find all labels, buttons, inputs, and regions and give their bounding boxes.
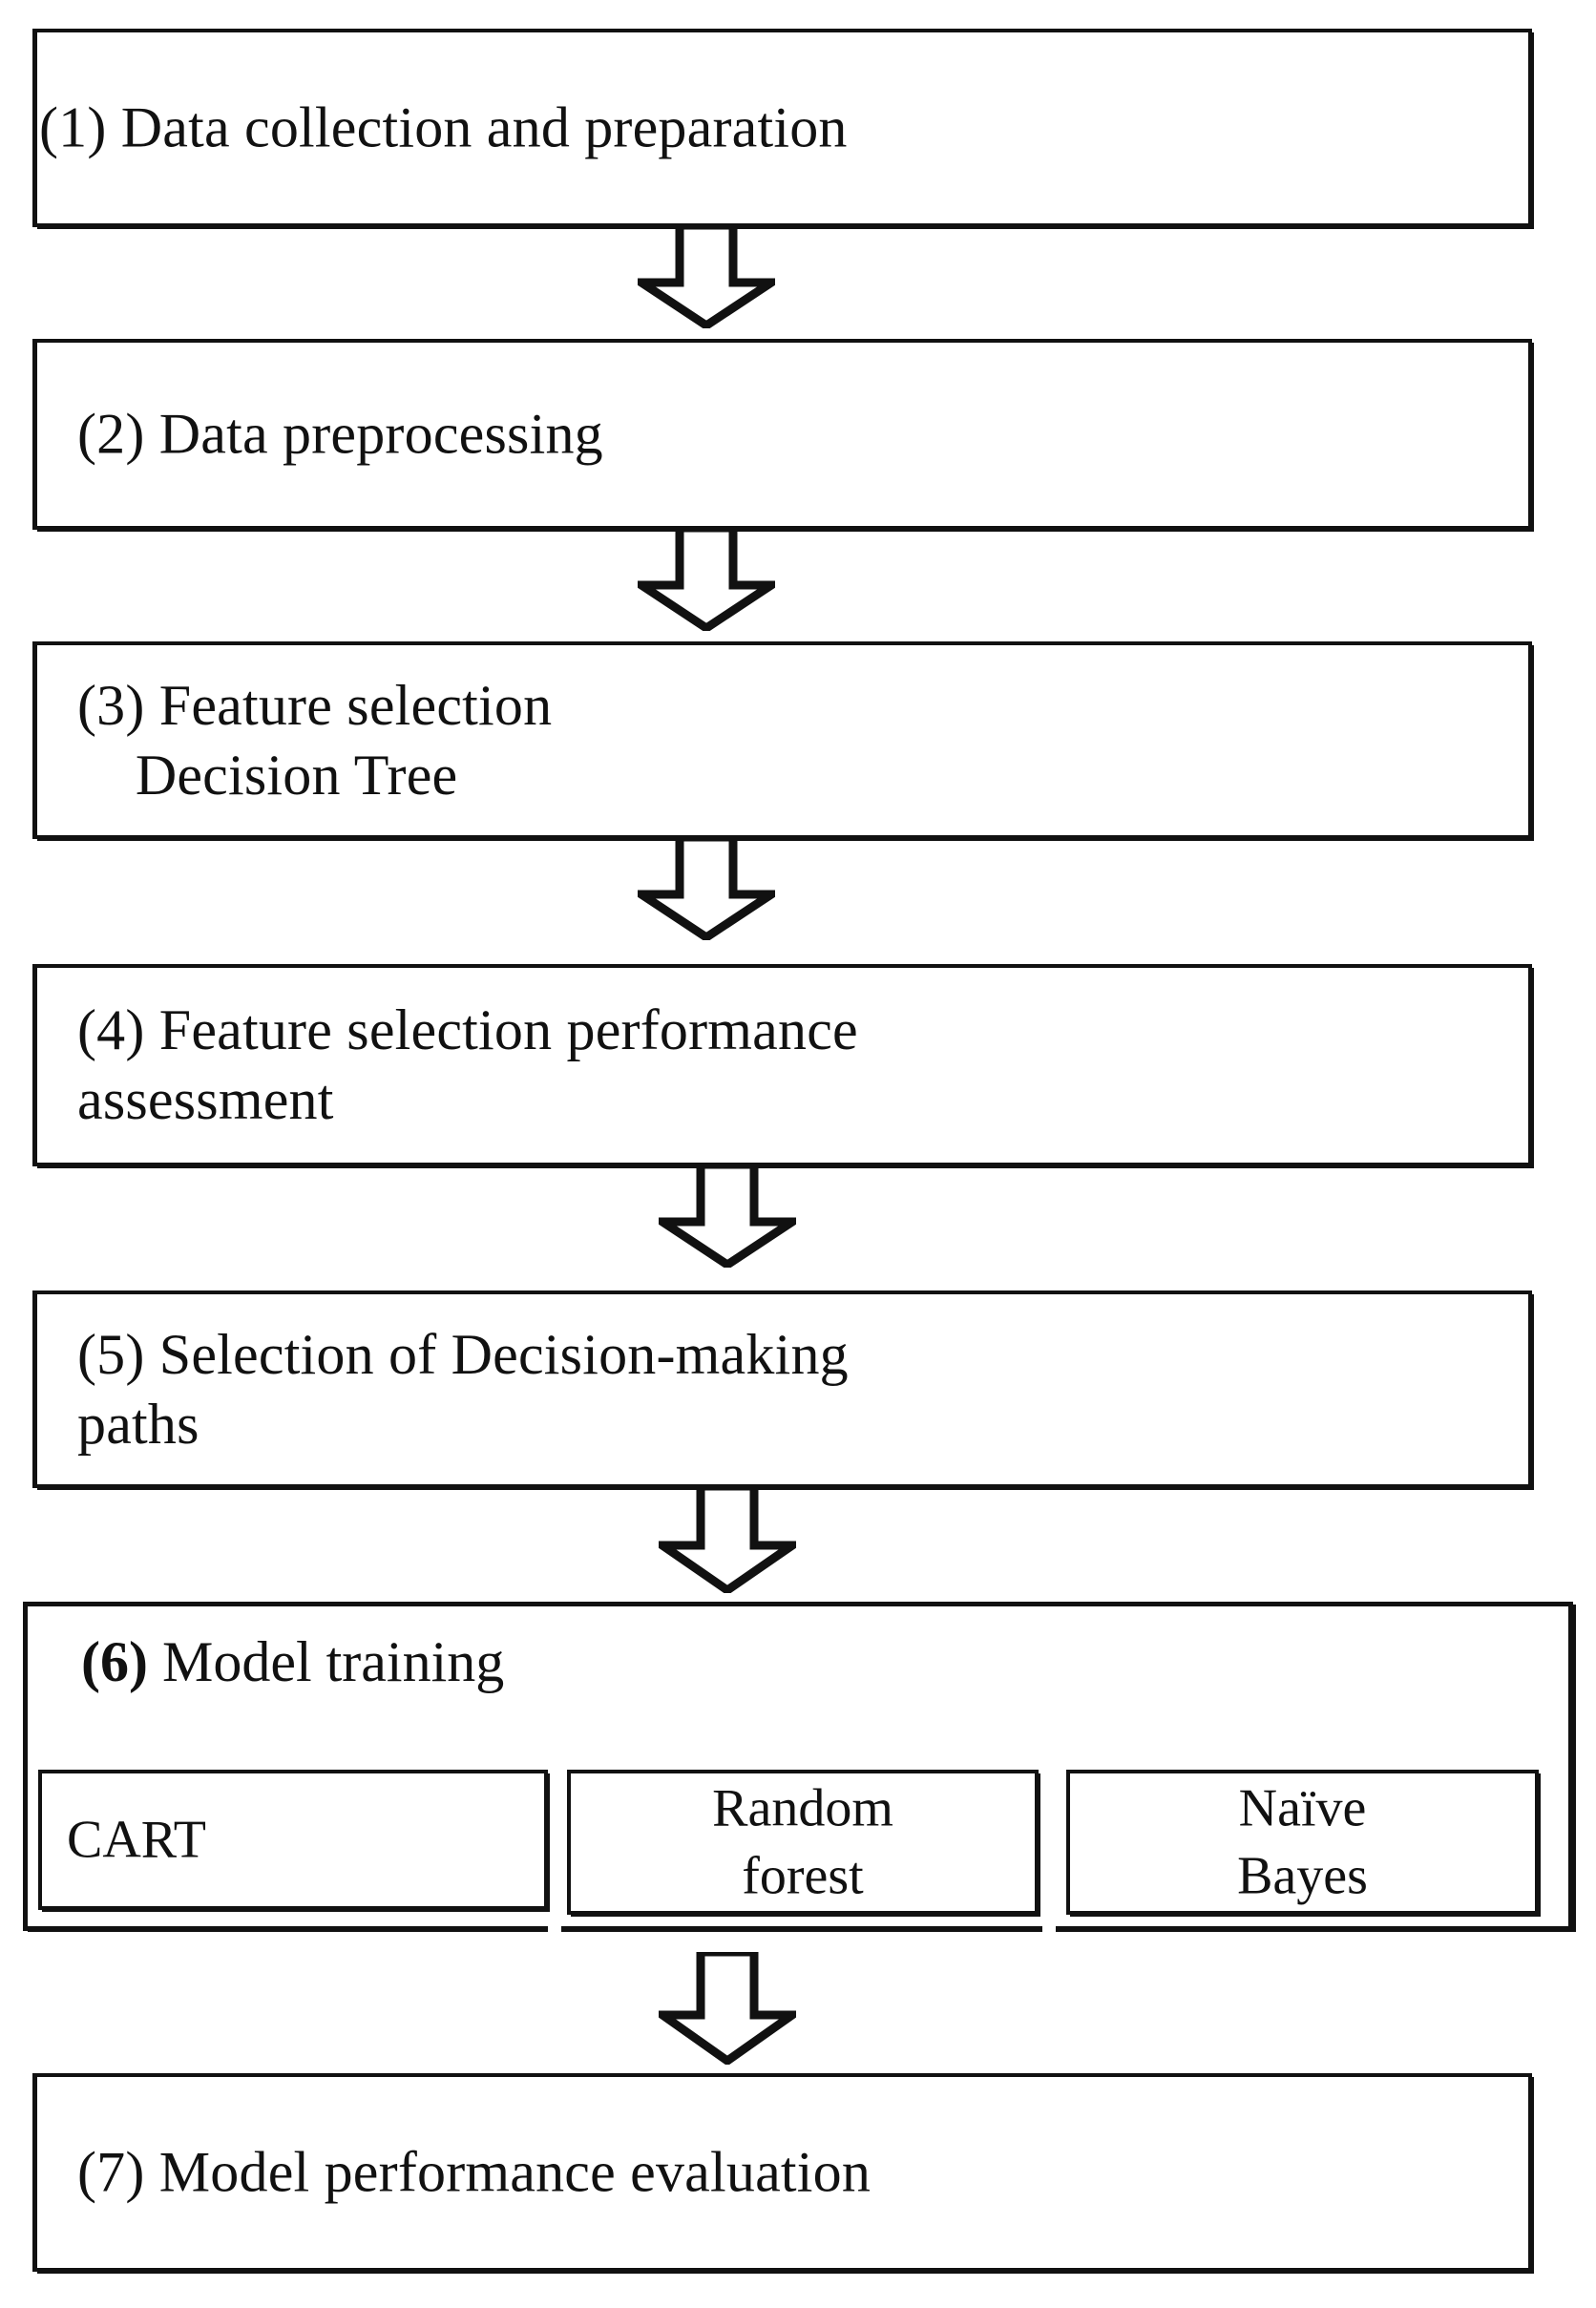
flow-node-step-2-label: (2) Data preprocessing [77,402,603,466]
flow-node-step-2[interactable]: (2) Data preprocessing [33,339,1532,530]
model-box-naive-bayes-label: Naïve Bayes [1237,1778,1368,1905]
arrow-step-5-to-step-6 [659,1486,796,1593]
model-box-cart-label: CART [67,1810,206,1870]
scan-artifact-nick [1042,1924,1056,1934]
arrow-step-1-to-step-2 [638,225,775,328]
flow-node-step-5[interactable]: (5) Selection of Decision-making paths [33,1290,1532,1488]
arrow-step-6-to-step-7 [659,1952,796,2065]
down-block-arrow-icon [638,225,775,328]
down-block-arrow-icon [659,1164,796,1268]
flow-node-step-7-label: (7) Model performance evaluation [77,2140,872,2204]
flow-node-step-5-label: (5) Selection of Decision-making paths [77,1322,849,1456]
down-block-arrow-icon [638,528,775,631]
flow-node-step-6[interactable]: (6) Model training CART Random forest Na… [23,1602,1573,1934]
down-block-arrow-icon [659,1486,796,1593]
arrow-step-4-to-step-5 [659,1164,796,1268]
down-block-arrow-icon [659,1952,796,2065]
arrow-step-2-to-step-3 [638,528,775,631]
flow-node-step-3[interactable]: (3) Feature selection Decision Tree [33,641,1532,839]
model-box-naive-bayes[interactable]: Naïve Bayes [1066,1770,1539,1915]
flow-node-step-1[interactable]: (1) Data collection and preparation [33,29,1532,227]
flow-node-step-1-label: (1) Data collection and preparation [39,95,848,159]
flow-node-step-6-title: (6) Model training [81,1627,504,1696]
flow-node-step-6-number: (6) [81,1630,148,1693]
model-box-cart[interactable]: CART [38,1770,548,1910]
flow-node-step-7[interactable]: (7) Model performance evaluation [33,2073,1532,2272]
arrow-step-3-to-step-4 [638,837,775,940]
flow-node-step-3-label: (3) Feature selection Decision Tree [77,673,553,807]
flow-node-step-4-label: (4) Feature selection performance assess… [77,997,858,1131]
down-block-arrow-icon [638,837,775,940]
scan-artifact-nick [548,1924,561,1934]
flow-node-step-4[interactable]: (4) Feature selection performance assess… [33,964,1532,1166]
model-box-random-forest[interactable]: Random forest [567,1770,1039,1915]
model-box-random-forest-label: Random forest [712,1778,893,1905]
flow-node-step-6-title-text: Model training [147,1630,505,1693]
